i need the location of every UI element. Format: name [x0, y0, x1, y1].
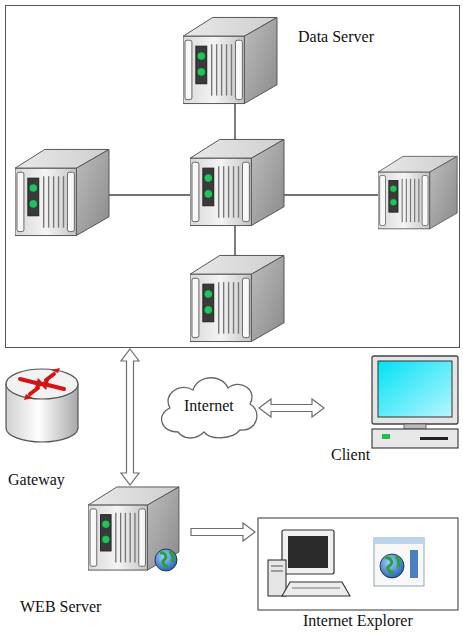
router-icon — [20, 379, 36, 383]
server-links — [100, 194, 200, 195]
node-label: Client — [331, 446, 370, 464]
browser-panel — [271, 566, 283, 567]
client-computer — [372, 429, 458, 448]
router-icon — [39, 380, 49, 390]
client-computer — [378, 361, 452, 417]
browser-panel — [374, 538, 424, 586]
cloud-node: Internet — [160, 375, 258, 437]
cloud-shape — [162, 378, 257, 438]
browser-panel — [292, 588, 340, 589]
web-server-icon — [155, 549, 177, 571]
server-group-box: Data Server — [5, 5, 460, 348]
server-icons — [183, 17, 277, 103]
router-icon — [24, 394, 33, 400]
web-server-icon — [160, 551, 173, 566]
browser-panel — [258, 518, 458, 610]
router-icon — [30, 388, 38, 394]
hollow-arrow — [259, 399, 324, 417]
router-icon — [51, 368, 60, 373]
client-computer — [382, 434, 390, 439]
browser-panel — [268, 560, 286, 596]
web-server-icon — [88, 487, 179, 571]
web-server-node: WEB Server — [15, 486, 190, 620]
browser-panel — [282, 582, 350, 596]
client-node: Client — [325, 355, 460, 467]
client-computer — [372, 356, 458, 424]
server-icons — [190, 139, 284, 225]
hollow-arrow — [191, 523, 255, 541]
client-computer — [404, 424, 426, 429]
router-icon — [46, 374, 54, 380]
browser-panel — [288, 536, 328, 568]
browser-panel — [271, 571, 283, 572]
server-icons — [378, 156, 457, 229]
server-icons — [15, 17, 457, 341]
node-label: Gateway — [8, 471, 65, 489]
browser-panel — [385, 556, 399, 572]
browser-panel — [258, 518, 458, 610]
node-label: WEB Server — [20, 598, 101, 616]
client-computer — [420, 437, 448, 440]
cloud-shape — [162, 378, 257, 438]
browser-panel — [380, 554, 404, 578]
router-icon — [48, 385, 64, 389]
web-server-icon — [88, 487, 179, 570]
node-label: Internet Explorer — [303, 612, 413, 630]
browser-panel — [374, 538, 424, 544]
router-icon — [6, 369, 78, 399]
node-label: Data Server — [298, 28, 374, 46]
gateway-node: Gateway — [5, 368, 87, 490]
server-icons — [15, 149, 109, 235]
node-label: Internet — [184, 397, 234, 415]
server-icons — [190, 255, 284, 341]
router-icon — [6, 368, 78, 442]
hollow-arrow — [121, 349, 139, 485]
browser-panel — [282, 530, 334, 574]
browser-node: Internet Explorer — [256, 516, 460, 632]
browser-panel — [410, 550, 418, 578]
router-icon — [20, 368, 64, 400]
server-links — [100, 100, 390, 265]
client-computer — [372, 356, 458, 448]
